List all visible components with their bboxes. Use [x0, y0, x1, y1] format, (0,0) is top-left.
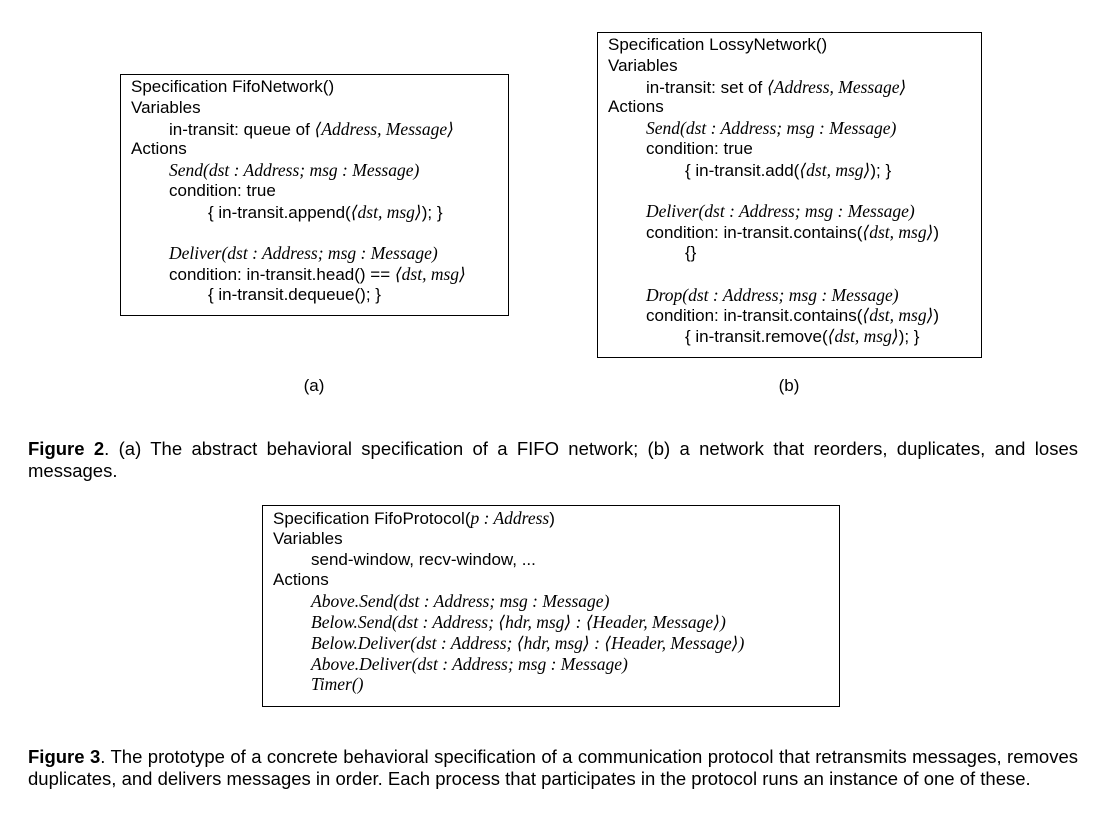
variables-label: Variables: [608, 55, 678, 75]
figure-3-caption: Figure 3. The prototype of a concrete be…: [28, 746, 1078, 790]
action-below-deliver: Below.Deliver(dst : Address; ⟨hdr, msg⟩ …: [311, 632, 745, 653]
send-body: { in-transit.add(⟨dst, msg⟩); }: [685, 159, 892, 180]
deliver-signature: Deliver(dst : Address; msg : Message): [169, 243, 438, 264]
drop-condition: condition: in-transit.contains(⟨dst, msg…: [646, 305, 940, 326]
figure-2-label: Figure 2: [28, 438, 105, 459]
variables-label: Variables: [273, 528, 343, 548]
deliver-condition: condition: in-transit.head() == ⟨dst, ms…: [169, 264, 466, 285]
actions-label: Actions: [273, 570, 329, 590]
variable-line: send-window, recv-window, ...: [311, 549, 536, 569]
fifo-network-spec-box: Specification FifoNetwork() Variables in…: [120, 74, 509, 316]
spec-title: Specification FifoProtocol(p : Address): [273, 508, 555, 528]
actions-label: Actions: [131, 139, 187, 159]
deliver-body: { in-transit.dequeue(); }: [208, 284, 381, 304]
send-signature: Send(dst : Address; msg : Message): [646, 118, 897, 139]
send-condition: condition: true: [169, 180, 276, 200]
actions-label: Actions: [608, 97, 664, 117]
variables-label: Variables: [131, 97, 201, 117]
send-body: { in-transit.append(⟨dst, msg⟩); }: [208, 201, 443, 222]
spacer: [608, 181, 971, 202]
action-above-send: Above.Send(dst : Address; msg : Message): [311, 591, 610, 612]
action-above-deliver: Above.Deliver(dst : Address; msg : Messa…: [311, 653, 628, 674]
spec-title: Specification FifoNetwork(): [131, 77, 335, 96]
subfigure-label-a: (a): [303, 376, 325, 395]
deliver-body: {}: [685, 242, 697, 262]
figure-3-label: Figure 3: [28, 746, 101, 767]
spec-title: Specification LossyNetwork(): [608, 35, 828, 54]
lossy-network-spec-box: Specification LossyNetwork() Variables i…: [597, 32, 982, 358]
spacer: [131, 223, 498, 244]
drop-signature: Drop(dst : Address; msg : Message): [646, 284, 899, 305]
variable-line: in-transit: queue of ⟨Address, Message⟩: [169, 118, 454, 139]
drop-body: { in-transit.remove(⟨dst, msg⟩); }: [685, 326, 920, 347]
figure-2-caption-text: . (a) The abstract behavioral specificat…: [28, 438, 1078, 481]
subfigure-label-b: (b): [778, 376, 800, 395]
figure-2-caption: Figure 2. (a) The abstract behavioral sp…: [28, 438, 1078, 482]
spacer: [608, 264, 971, 285]
variable-line: in-transit: set of ⟨Address, Message⟩: [646, 76, 907, 97]
send-signature: Send(dst : Address; msg : Message): [169, 160, 420, 181]
figure-3-caption-text: . The prototype of a concrete behavioral…: [28, 746, 1078, 789]
deliver-signature: Deliver(dst : Address; msg : Message): [646, 201, 915, 222]
action-below-send: Below.Send(dst : Address; ⟨hdr, msg⟩ : ⟨…: [311, 611, 726, 632]
send-condition: condition: true: [646, 138, 753, 158]
deliver-condition: condition: in-transit.contains(⟨dst, msg…: [646, 222, 940, 243]
fifo-protocol-spec-box: Specification FifoProtocol(p : Address) …: [262, 505, 840, 707]
action-timer: Timer(): [311, 674, 364, 695]
